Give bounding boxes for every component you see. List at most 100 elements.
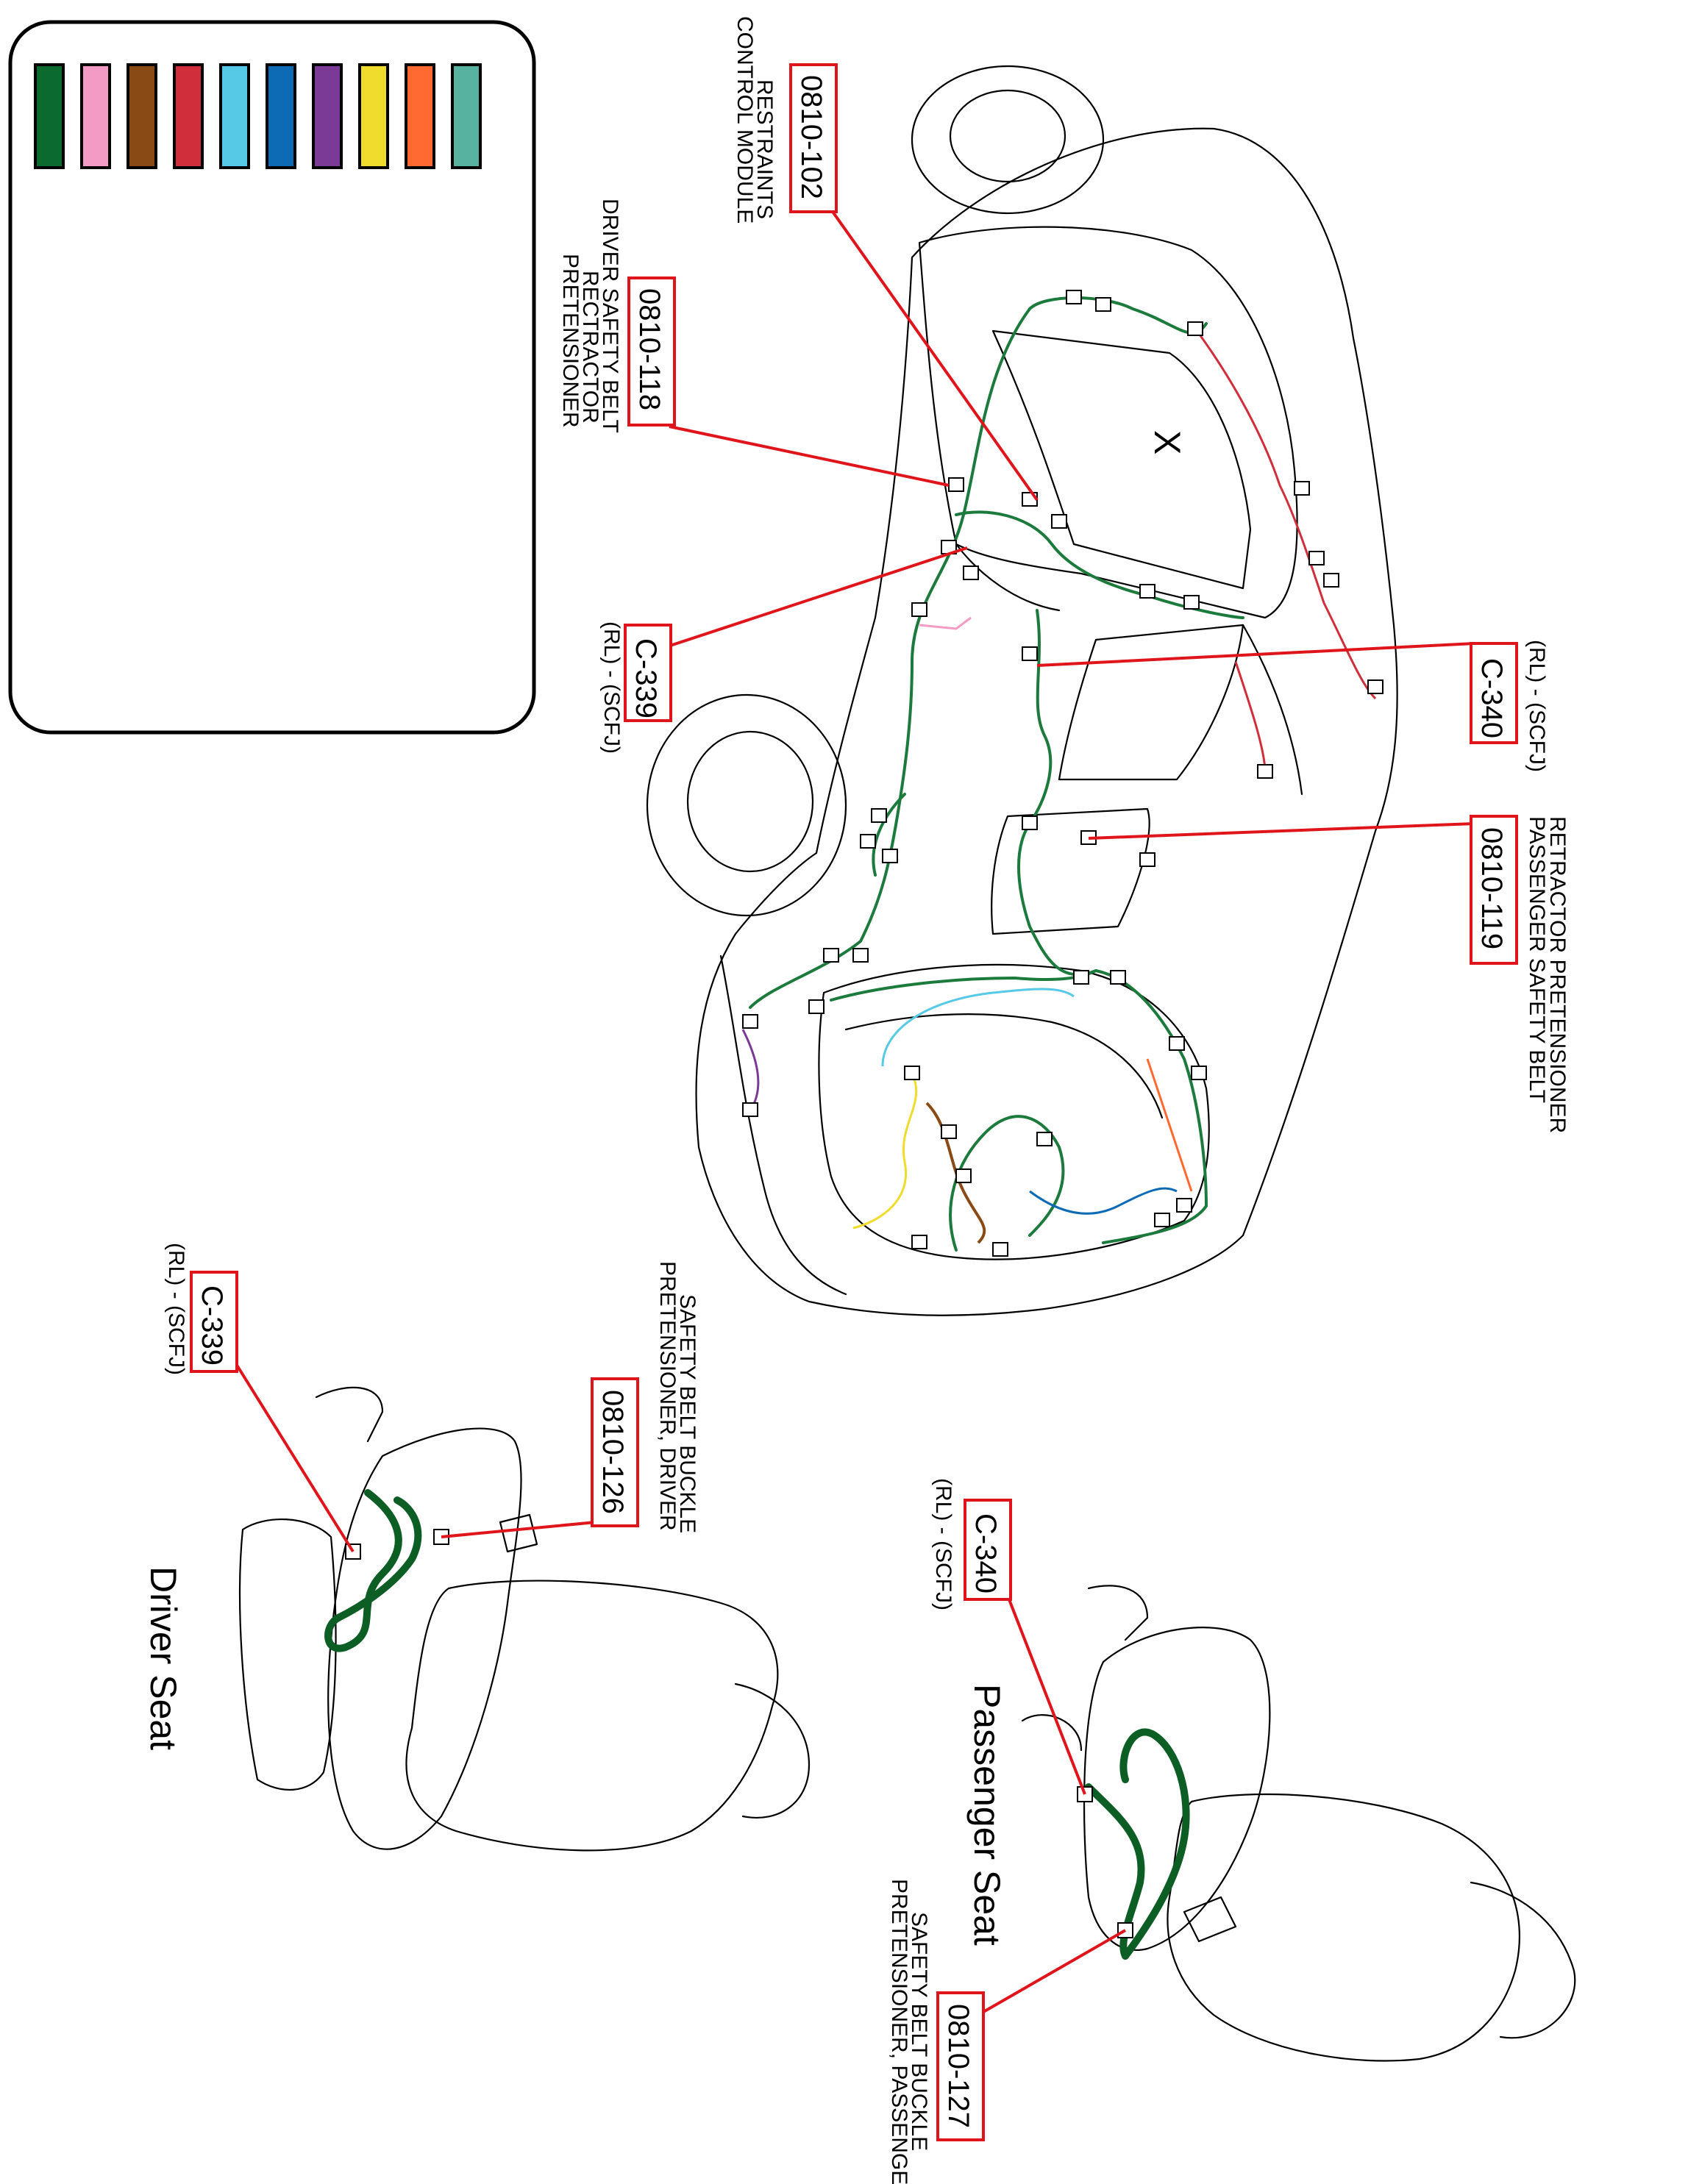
legend-swatch-brown <box>127 63 157 169</box>
leader-c339-body <box>665 546 968 649</box>
callout-desc-line: PRETENSIONER, DRIVER <box>655 1261 680 1531</box>
callout-box <box>1470 815 1518 965</box>
harness-connector <box>742 1102 758 1117</box>
harness-connector <box>1139 584 1155 599</box>
harness-connector <box>904 1066 920 1080</box>
callout-c340-seat: C-340 (RL) - (SCFJ) <box>931 1478 1012 1610</box>
callout-desc-line: DRIVER SAFETY BELT <box>598 199 622 433</box>
leader-0810-118 <box>669 425 950 487</box>
legend-swatch-red <box>173 63 204 169</box>
legend-swatch-light-blue <box>219 63 250 169</box>
callout-box <box>964 1499 1012 1601</box>
harness-left-run <box>749 307 1031 1009</box>
callout-box <box>591 1377 639 1527</box>
legend-swatch-orange <box>405 63 435 169</box>
callout-c339-seat: C-339 (RL) - (SCFJ) <box>164 1243 238 1375</box>
harness-connector <box>948 477 964 492</box>
driver-headrest <box>315 1386 384 1443</box>
door-line <box>1242 624 1303 796</box>
callout-c339-body: C-339 (RL) - (SCFJ) <box>599 621 672 754</box>
red-branch-2 <box>1234 661 1267 773</box>
leader-c339-seat <box>232 1359 355 1553</box>
callout-code: C-339 <box>630 638 662 718</box>
callout-box <box>627 276 676 427</box>
harness-connector <box>1022 646 1038 661</box>
callout-box <box>789 63 838 213</box>
color-legend <box>8 20 536 735</box>
driver-seat-harness <box>324 1489 422 1652</box>
harness-connector <box>1022 816 1038 830</box>
leader-c340-seat <box>1006 1595 1086 1795</box>
callout-0810-127: 0810-127 SAFETY BELT BUCKLE PRETENSIONER… <box>887 1879 985 2184</box>
legend-swatch-teal <box>451 63 482 169</box>
b-pillar <box>955 543 1061 612</box>
legend-swatch-dark-green <box>34 63 65 169</box>
legend-swatches <box>34 63 482 169</box>
callout-desc-line: SAFETY BELT BUCKLE <box>675 1294 699 1533</box>
rear-wheel-rim <box>949 89 1066 183</box>
harness-connector <box>823 948 839 963</box>
callout-desc-line: PASSENGER SAFETY BELT <box>1525 816 1549 1103</box>
harness-front-branch <box>872 793 906 877</box>
callout-code: 0810-102 <box>795 75 827 199</box>
harness-connector <box>1073 970 1089 985</box>
leader-0810-127 <box>977 1929 1126 2016</box>
callout-desc-line: RETRACTOR PRETENSIONER <box>1545 816 1570 1133</box>
harness-connector <box>1169 1036 1185 1051</box>
callout-0810-126: 0810-126 SAFETY BELT BUCKLE PRETENSIONER… <box>591 1261 699 1533</box>
callout-box <box>1470 642 1518 744</box>
callout-desc-line: CONTROL MODULE <box>733 16 757 224</box>
harness-connector <box>1154 1213 1170 1227</box>
bumper-line <box>719 954 847 1296</box>
harness-connector <box>1176 1198 1192 1213</box>
callout-code: C-340 <box>969 1513 1002 1594</box>
callout-c340-body: C-340 (RL) - (SCFJ) <box>1470 640 1549 772</box>
passenger-headrest <box>1087 1585 1149 1641</box>
callout-desc-line: RECTRACTOR <box>578 271 602 424</box>
vehicle-connectors <box>742 290 1383 1257</box>
passenger-cushion-front <box>1470 1881 1576 2039</box>
passenger-seat-cushion <box>1167 1793 1520 2062</box>
callout-qualifier: (RL) - (SCFJ) <box>599 621 624 754</box>
passenger-frame-tab <box>1021 1714 1083 1752</box>
harness-connector <box>1187 321 1203 336</box>
passenger-seat: Passenger Seat <box>966 1585 1576 2062</box>
passenger-buckle-body <box>1183 1896 1237 1943</box>
harness-connector <box>742 1014 758 1029</box>
leader-0810-119 <box>1088 822 1475 840</box>
yellow-branch <box>852 1073 918 1230</box>
harness-connector <box>871 808 887 823</box>
callout-desc-line: SAFETY BELT BUCKLE <box>907 1912 931 2151</box>
passenger-seat-title: Passenger Seat <box>966 1684 1008 1946</box>
harness-crossover <box>955 510 1244 619</box>
harness-connector <box>1191 1066 1207 1080</box>
harness-connector <box>1294 481 1310 496</box>
red-branch <box>1190 323 1377 700</box>
driver-cushion-front <box>734 1682 811 1819</box>
callout-0810-119: 0810-119 PASSENGER SAFETY BELT RETRACTOR… <box>1470 815 1570 1133</box>
driver-seat-cushion <box>405 1580 779 1852</box>
callout-box <box>190 1271 238 1373</box>
blue-branch <box>1029 1187 1178 1215</box>
harness-connector <box>1110 970 1126 985</box>
harness-connector <box>882 849 898 863</box>
driver-buckle-body <box>499 1513 538 1553</box>
callout-leaders <box>232 208 1475 2016</box>
harness-connector <box>852 948 869 963</box>
leader-c340-body <box>1036 642 1475 667</box>
passenger-seat-harness <box>1085 1728 1190 1960</box>
callout-desc-line: PRETENSIONER <box>558 254 583 428</box>
harness-connector <box>1323 573 1339 588</box>
callout-desc-line: PRETENSIONER, PASSENGER <box>887 1879 911 2184</box>
front-tire <box>646 693 847 917</box>
callout-0810-102: 0810-102 RESTRAINTS CONTROL MODULE <box>733 16 838 224</box>
callout-box <box>936 1991 985 2141</box>
vehicle-harness <box>741 290 1383 1257</box>
harness-connector <box>1308 551 1325 565</box>
callout-code: C-339 <box>196 1285 228 1366</box>
cabin-opening <box>991 329 1252 590</box>
front-seat-opening <box>1058 624 1244 781</box>
harness-cargo-run <box>1094 969 1208 1244</box>
passenger-seatback <box>1083 1627 1271 1951</box>
